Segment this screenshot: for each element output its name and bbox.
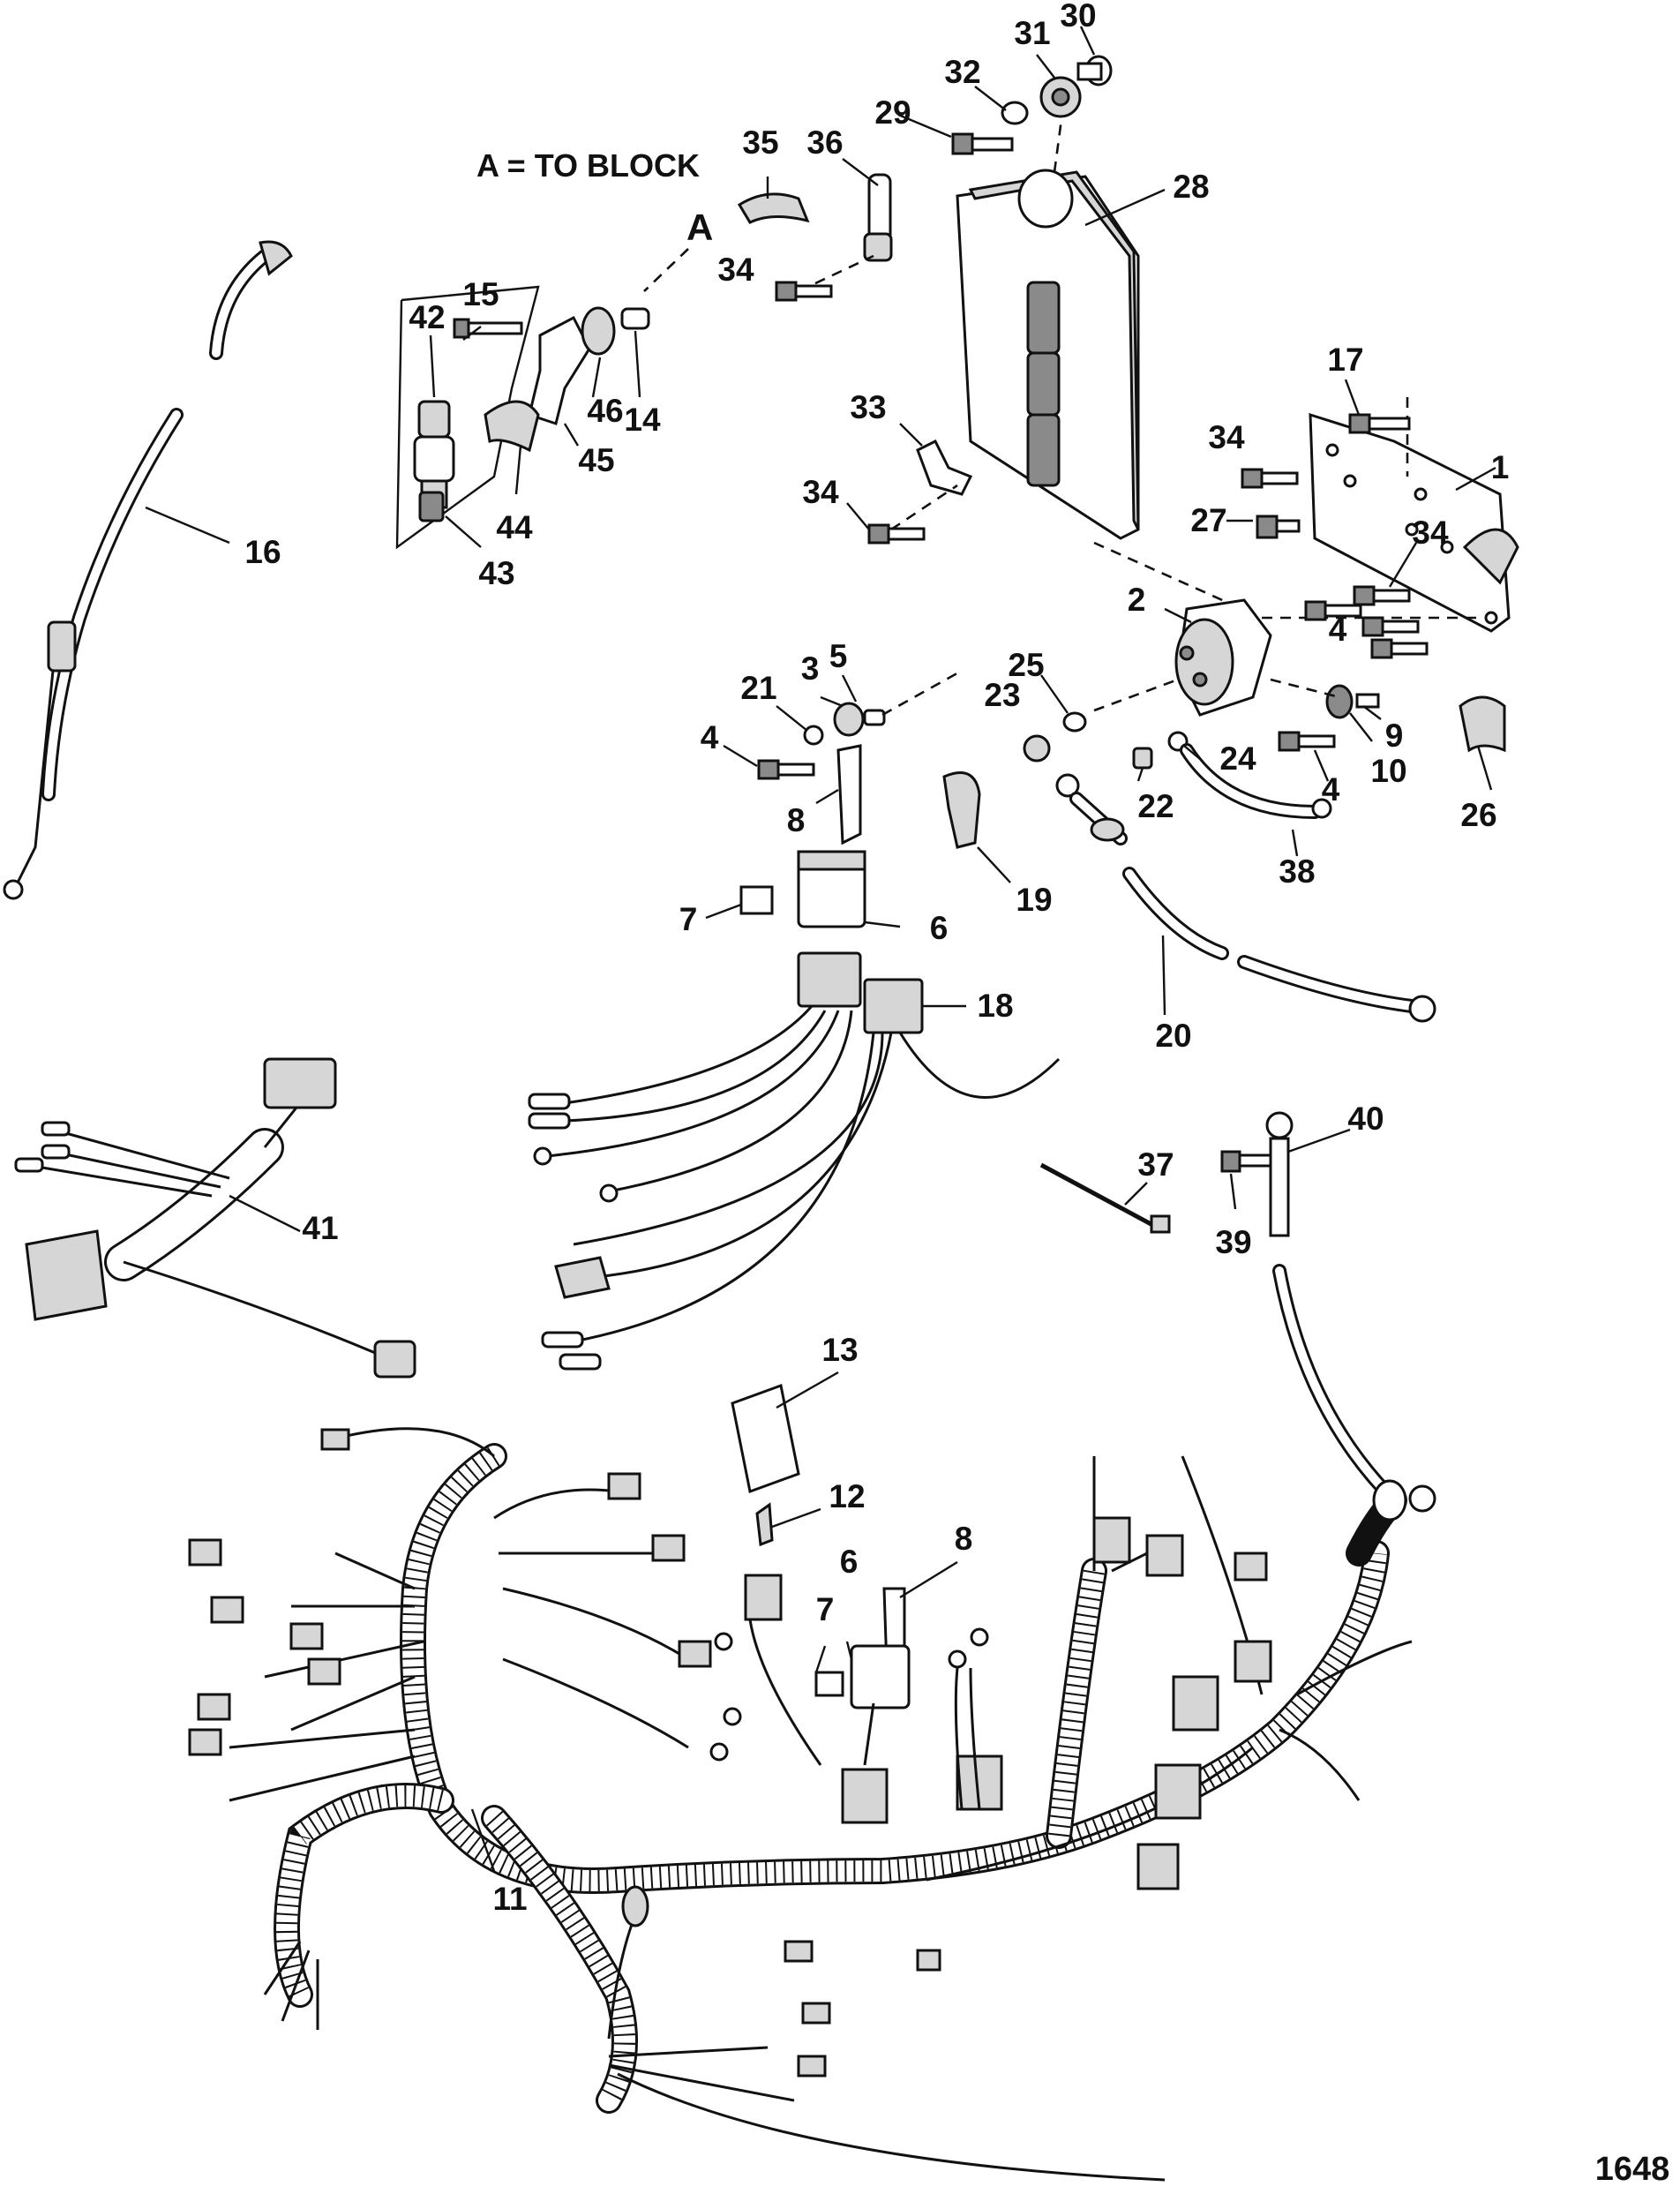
callout-12: 12 (829, 1478, 865, 1514)
engine-control-module (956, 105, 1166, 540)
main-wiring-harness (188, 1427, 1413, 2182)
callout-8: 8 (955, 1521, 973, 1557)
starter-solenoid (1040, 598, 1506, 791)
callout-22: 22 (1137, 788, 1174, 824)
callout-6: 6 (840, 1544, 859, 1580)
callout-41: 41 (302, 1210, 338, 1246)
callout-labels: 1 2 3 4 4 4 5 6 6 7 7 8 8 9 10 11 12 13 … (244, 0, 1509, 1917)
figure-number: 1648 (1595, 2151, 1670, 2188)
callout-8: 8 (787, 802, 806, 838)
callout-31: 31 (1014, 15, 1050, 51)
callout-2: 2 (1128, 582, 1146, 618)
callout-39: 39 (1215, 1224, 1251, 1260)
callout-1: 1 (1491, 449, 1510, 485)
callout-15: 15 (462, 276, 499, 312)
callout-3: 3 (801, 650, 820, 687)
screw-34-upper (775, 281, 833, 302)
callout-46: 46 (587, 393, 623, 429)
relay-group (528, 669, 1061, 1371)
mounting-plate (1093, 379, 1519, 659)
fuse-cover-and-fuse (731, 1371, 839, 1547)
callout-a-label: A (686, 207, 713, 248)
callout-4: 4 (701, 719, 719, 755)
callout-5: 5 (829, 638, 848, 674)
callout-33: 33 (850, 389, 886, 425)
callout-23: 23 (984, 677, 1020, 713)
callout-38: 38 (1279, 853, 1315, 890)
cable-16 (3, 240, 293, 900)
callout-17: 17 (1327, 342, 1363, 378)
callout-36: 36 (806, 124, 843, 161)
callout-16: 16 (244, 534, 281, 570)
clamp-and-terminal-35-36 (737, 158, 893, 293)
callout-27: 27 (1190, 502, 1226, 538)
callout-43: 43 (478, 555, 514, 591)
ecm-mount-hardware (897, 26, 1113, 155)
battery-cable-20 (1023, 734, 1436, 1023)
callout-20: 20 (1155, 1018, 1191, 1054)
callout-34: 34 (802, 474, 839, 510)
callout-6: 6 (930, 910, 949, 946)
callout-13: 13 (821, 1332, 858, 1368)
callout-44: 44 (496, 509, 533, 545)
callout-9: 9 (1385, 718, 1404, 754)
bracket-33 (846, 423, 973, 545)
harness-41 (14, 1057, 416, 1379)
callout-4: 4 (1329, 612, 1347, 648)
callout-34: 34 (1412, 515, 1449, 551)
callout-26: 26 (1460, 797, 1496, 833)
ground-strap-40 (1220, 1111, 1436, 1513)
callout-4: 4 (1322, 771, 1340, 808)
callout-25: 25 (1008, 647, 1044, 683)
cable-tie (1039, 1162, 1171, 1234)
sensor-bracket-group (395, 248, 689, 550)
callout-18: 18 (977, 988, 1013, 1024)
callout-35: 35 (742, 124, 778, 161)
to-block-note: A = TO BLOCK (476, 147, 700, 184)
callout-42: 42 (409, 299, 445, 335)
callout-45: 45 (578, 442, 614, 478)
callout-34: 34 (1208, 419, 1245, 455)
callout-30: 30 (1060, 0, 1096, 34)
callout-29: 29 (874, 94, 911, 131)
callout-11: 11 (492, 1881, 527, 1917)
callout-14: 14 (624, 402, 661, 438)
callout-34: 34 (717, 252, 754, 288)
callout-40: 40 (1347, 1101, 1384, 1137)
callout-24: 24 (1219, 740, 1256, 777)
callout-10: 10 (1370, 753, 1406, 789)
callout-19: 19 (1016, 882, 1052, 918)
callout-21: 21 (740, 670, 776, 706)
callout-32: 32 (944, 54, 980, 90)
callout-7: 7 (679, 901, 698, 937)
callout-7: 7 (816, 1591, 835, 1627)
callout-28: 28 (1173, 169, 1209, 205)
ground-cable-38 (1132, 731, 1332, 857)
callout-37: 37 (1137, 1146, 1174, 1183)
